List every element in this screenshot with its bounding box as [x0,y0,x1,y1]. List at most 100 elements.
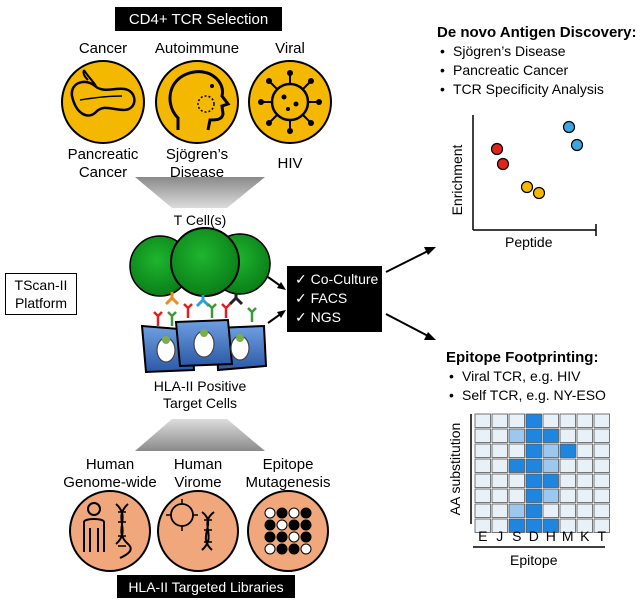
category-heading-autoimmune: Autoimmune [154,40,240,57]
heatmap-cell [593,473,610,488]
target-cell-cluster [140,303,268,374]
platform-box: TScan-II Platform [5,273,77,315]
scatter-point-yellow [532,186,546,200]
heatmap-cell [525,473,542,488]
virus-dna-icon [157,490,239,572]
heatmap-cell [525,503,542,518]
heatmap-column-label: E [478,528,488,544]
heatmap-cell [542,428,559,443]
heatmap-cell [508,488,525,503]
scatter-points [490,120,584,200]
heatmap-column-label: T [597,528,607,544]
scatter-point-red [490,142,504,156]
scatter-axes [472,115,597,236]
heatmap-cell [559,473,576,488]
person-dna-icon [69,490,151,572]
scatter-xlabel: Peptide [505,234,553,250]
heatmap-cell [576,413,593,428]
discovery-list: Sjögren’s Disease Pancreatic Cancer TCR … [440,42,604,99]
footprinting-item: Viral TCR, e.g. HIV [449,367,606,386]
caption-line: Sjögren’s [165,146,229,163]
library-funnel [135,419,265,451]
discovery-title: De novo Antigen Discovery: [437,24,637,41]
heatmap-cell [508,458,525,473]
heatmap-cell [525,458,542,473]
selection-funnel [135,177,265,208]
caption-line: HIV [277,155,303,172]
t-cell-cluster [129,227,271,308]
heatmap-column-label: J [496,528,504,544]
heatmap-cell [474,458,491,473]
heatmap-cell [559,443,576,458]
library-line: Virome [174,474,222,491]
heatmap-xlabel: Epitope [510,552,558,568]
heatmap-cell [508,518,525,533]
heatmap-cell [508,443,525,458]
heatmap-cell [576,443,593,458]
target-line: HLA-II Positive [153,378,247,394]
scatter-point-blue [562,120,576,134]
heatmap-cell [593,503,610,518]
discovery-item: Sjögren’s Disease [440,42,604,61]
heatmap-cell [491,428,508,443]
scatter-ylabel: Enrichment [449,144,465,216]
assay-box: ✓ Co-Culture ✓ FACS ✓ NGS [287,266,382,332]
category-heading-cancer: Cancer [78,40,128,57]
library-line: Human [173,456,223,473]
heatmap-cell [559,413,576,428]
heatmap-cell [491,413,508,428]
library-line: Genome-wide [63,474,157,491]
heatmap-cell [542,413,559,428]
heatmap-cell [559,503,576,518]
heatmap-cell [593,458,610,473]
heatmap-cell [508,428,525,443]
heatmap-cell [576,473,593,488]
heatmap-cell [542,488,559,503]
caption-line: Disease [169,164,225,181]
platform-line: Platform [14,295,68,311]
heatmap-cell [559,488,576,503]
scatter-point-yellow [520,180,534,194]
dot-grid-icon [247,490,329,572]
heatmap-cell [491,488,508,503]
heatmap-cell [576,488,593,503]
library-line: Epitope [262,456,314,473]
library-heading-virome: Human Virome [148,456,248,492]
assay-ngs: ✓ NGS [295,309,341,325]
selection-title: CD4+ TCR Selection [115,7,282,31]
assay-facs: ✓ FACS [295,290,348,306]
heatmap-cell [525,488,542,503]
heatmap-cell [525,518,542,533]
libraries-title: HLA-II Targeted Libraries [117,575,295,598]
footprinting-item: Self TCR, e.g. NY-ESO [449,386,606,405]
heatmap-cell [559,428,576,443]
heatmap-cell [593,518,610,533]
category-caption-viral: HIV [240,155,340,173]
heatmap-cell [593,488,610,503]
heatmap-cell [491,443,508,458]
heatmap-cell [576,458,593,473]
heatmap-cell [542,518,559,533]
scatter-point-blue [570,138,584,152]
heatmap-column-label: H [545,528,556,544]
heatmap-cell [474,413,491,428]
tcell-label: T Cell(s) [173,212,227,228]
heatmap-cell [491,518,508,533]
heatmap-cell [508,503,525,518]
heatmap-cell [525,443,542,458]
category-caption-autoimmune: Sjögren’s Disease [147,146,247,182]
category-caption-cancer: Pancreatic Cancer [53,146,153,182]
caption-line: Pancreatic [67,146,139,163]
caption-line: Cancer [78,164,128,181]
discovery-item: TCR Specificity Analysis [440,80,604,99]
heatmap-cell [593,428,610,443]
heatmap-cell [593,443,610,458]
heatmap-cell [474,473,491,488]
heatmap-cell [491,473,508,488]
heatmap-cell [474,518,491,533]
target-line: Target Cells [163,395,237,411]
heatmap-ylabel: AA substitution [447,422,463,516]
library-line: Mutagenesis [245,474,331,491]
